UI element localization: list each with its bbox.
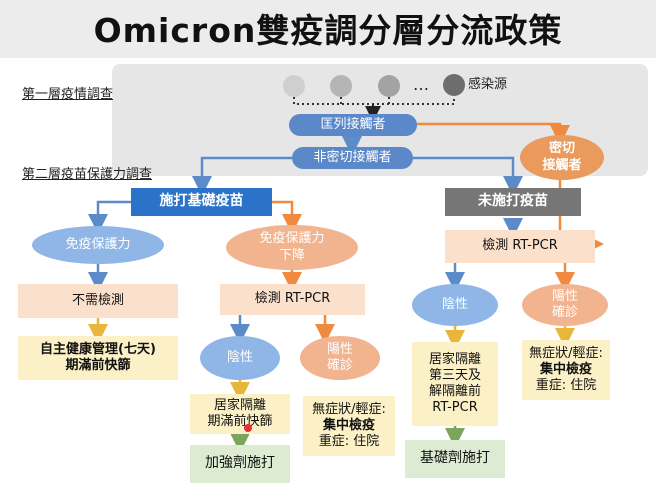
- non-close-contacts-node: 非密切接觸者: [292, 147, 413, 169]
- negative-left-node: 陰性: [200, 336, 280, 380]
- no-test-node: 不需檢測: [18, 284, 178, 318]
- positive-outcome-right-node: 無症狀/輕症: 集中檢疫 重症: 住院: [522, 340, 610, 400]
- home-isolation-right-node: 居家隔離 第三天及 解隔離前 RT-PCR: [412, 342, 498, 426]
- immune-protection-node: 免疫保護力: [32, 226, 164, 264]
- title-band: [0, 0, 656, 58]
- cursor-marker-icon: [244, 424, 252, 432]
- contacts-list-node: 匡列接觸者: [289, 114, 417, 136]
- close-contacts-node: 密切 接觸者: [520, 135, 604, 180]
- outcome-line: 重症: 住院: [535, 378, 597, 394]
- booster-node: 加強劑施打: [190, 445, 290, 483]
- basic-dose-node: 基礎劑施打: [405, 440, 505, 478]
- home-isolation-left-node: 居家隔離 期滿前快篩: [190, 394, 290, 434]
- person-dot: [378, 75, 400, 97]
- outcome-line: 集中檢疫: [322, 417, 375, 433]
- outcome-line: 無症狀/輕症:: [529, 345, 603, 361]
- level-1-label: 第一層疫情調查: [22, 87, 114, 102]
- immune-decline-node: 免疫保護力 下降: [226, 225, 358, 270]
- infection-source-label: 感染源: [468, 76, 508, 92]
- person-dot: [283, 75, 305, 97]
- outcome-line: 重症: 住院: [318, 434, 380, 450]
- page-title: Omicron雙疫調分層分流政策: [93, 11, 563, 50]
- positive-left-node: 陽性 確診: [300, 336, 380, 380]
- source-dot: [443, 74, 465, 96]
- positive-right-node: 陽性 確診: [522, 284, 608, 326]
- rtpcr-test-left-node: 檢測 RT-PCR: [220, 284, 365, 315]
- vaccinated-node: 施打基礎疫苗: [131, 188, 272, 216]
- self-health-management-node: 自主健康管理(七天) 期滿前快篩: [18, 336, 178, 380]
- level-2-label: 第二層疫苗保護力調查: [22, 167, 153, 182]
- outcome-line: 無症狀/輕症:: [312, 401, 386, 417]
- outcome-line: 集中檢疫: [539, 361, 592, 377]
- unvaccinated-node: 未施打疫苗: [445, 188, 581, 216]
- person-dot: [330, 75, 352, 97]
- dots-ellipsis: …: [413, 75, 429, 94]
- negative-right-node: 陰性: [412, 284, 498, 326]
- positive-outcome-left-node: 無症狀/輕症: 集中檢疫 重症: 住院: [303, 396, 395, 456]
- rtpcr-test-right-node: 檢測 RT-PCR: [445, 230, 595, 263]
